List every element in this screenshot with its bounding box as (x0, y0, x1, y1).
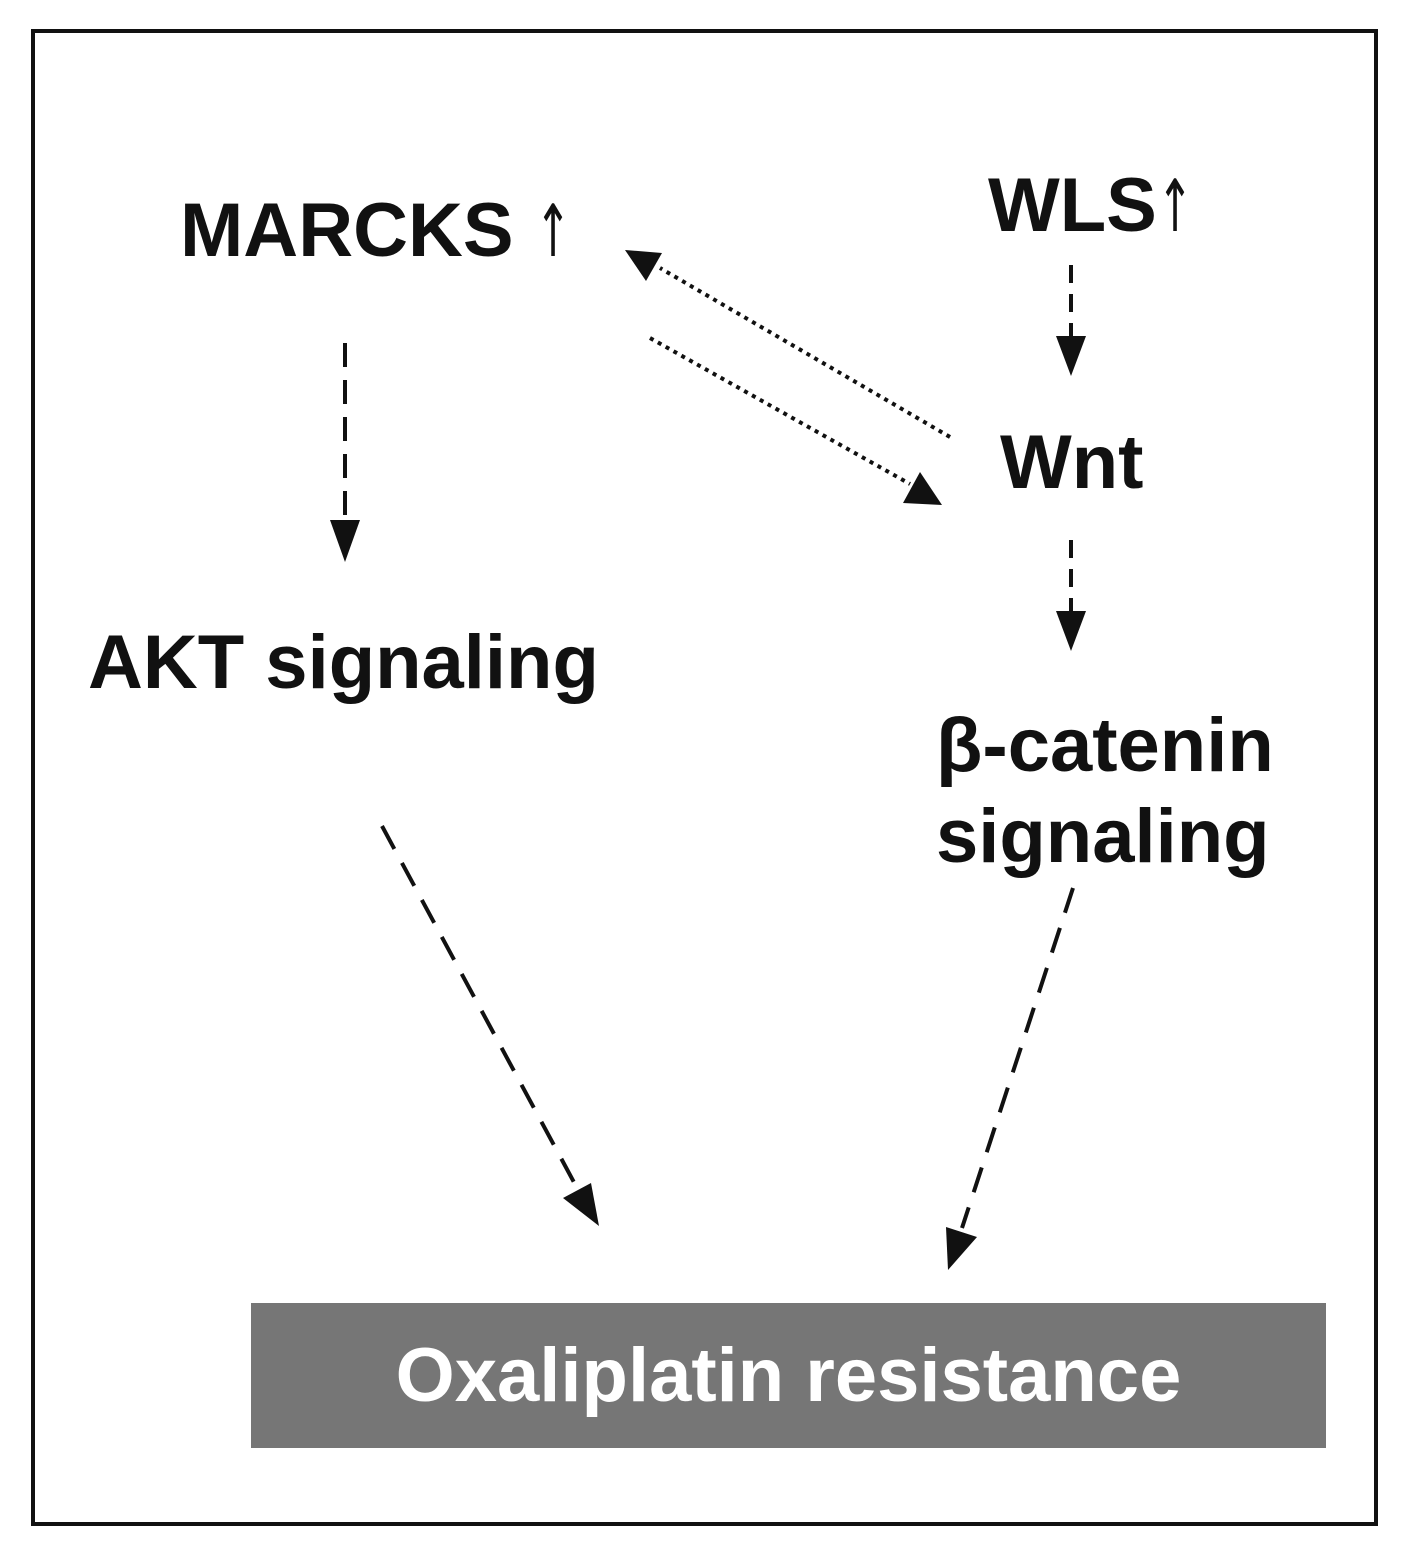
diagram-frame (31, 29, 1378, 1526)
arrowhead-icon (563, 1183, 599, 1226)
result-box: Oxaliplatin resistance (251, 1303, 1326, 1448)
edge-line (649, 336, 911, 486)
upregulation-arrow-icon: ↑ (1156, 164, 1194, 248)
node-marcks: MARCKS ↑ (180, 193, 595, 269)
arrowhead-icon (330, 520, 360, 562)
node-akt-signaling: AKT signaling (88, 620, 599, 705)
node-wnt: Wnt (1000, 420, 1144, 505)
node-marcks-label: MARCKS (180, 188, 535, 273)
upregulation-arrow-icon: ↑ (534, 189, 571, 273)
arrowhead-icon (946, 1227, 977, 1270)
edge-wnt-to-beta-catenin (1056, 540, 1086, 651)
arrowhead-icon (903, 472, 942, 505)
edge-beta-catenin-to-result (946, 887, 1075, 1270)
edge-line (658, 266, 952, 439)
arrowhead-icon (625, 250, 662, 281)
node-beta-catenin-line2: signaling (936, 794, 1270, 880)
node-wls-label: WLS (988, 163, 1157, 248)
node-wls: WLS↑ (988, 168, 1217, 244)
edge-wls-to-wnt (1056, 265, 1086, 376)
edge-marcks-to-wnt (649, 336, 942, 505)
edge-line (960, 887, 1075, 1229)
node-beta-catenin-line1: β-catenin (936, 703, 1274, 788)
node-beta-catenin-signaling: β-catenin signaling (936, 700, 1274, 882)
edge-line (380, 825, 578, 1187)
edge-marcks-to-akt (330, 343, 360, 562)
edge-akt-to-result (380, 825, 599, 1226)
result-label: Oxaliplatin resistance (395, 1333, 1182, 1418)
edge-wnt-to-marcks (625, 250, 952, 439)
arrowhead-icon (1056, 611, 1086, 651)
arrowhead-icon (1056, 336, 1086, 376)
